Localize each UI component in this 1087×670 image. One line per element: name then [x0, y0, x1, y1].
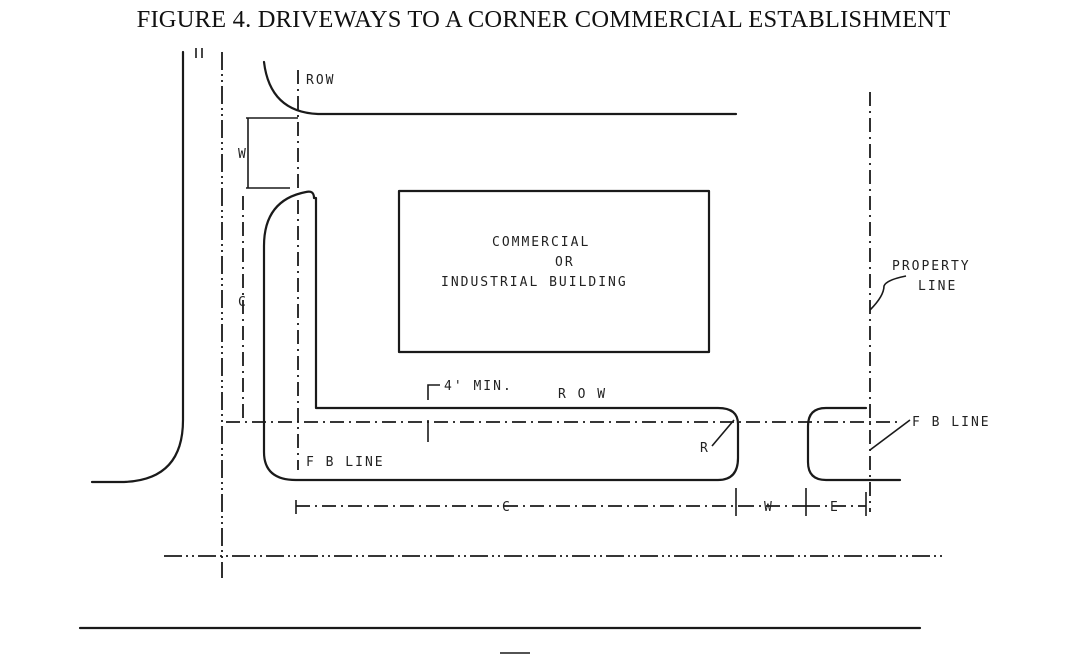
- left-curb-line: [90, 50, 185, 484]
- label-w-left: W: [238, 147, 248, 162]
- label-w-bottom: W: [764, 500, 774, 515]
- left-road-marker: [195, 48, 203, 58]
- label-min-setback: 4' MIN.: [444, 379, 513, 394]
- property-line-leader: [869, 275, 907, 311]
- driveway-outline: [262, 190, 740, 482]
- figure-title: FIGURE 4. DRIVEWAYS TO A CORNER COMMERCI…: [136, 6, 951, 33]
- label-radius: R: [700, 441, 710, 456]
- fb-line-leader: [869, 419, 911, 451]
- building-rectangle: [397, 189, 711, 354]
- label-fb-line-right: F B LINE: [912, 415, 991, 430]
- bottom-dimension-ticks: [295, 488, 867, 516]
- label-c-bottom: C: [502, 500, 512, 515]
- label-building-2: OR: [555, 255, 575, 270]
- w-dimension-left: [246, 117, 298, 189]
- label-row-bottom: R O W: [558, 387, 607, 402]
- right-driveway-outline: [806, 406, 902, 482]
- radius-leader: [711, 419, 735, 447]
- label-property-2: LINE: [918, 279, 957, 294]
- label-building-1: COMMERCIAL: [492, 235, 590, 250]
- label-c-left: C: [238, 295, 248, 310]
- label-e-bottom: E: [830, 500, 840, 515]
- top-corner-curve: [262, 60, 738, 116]
- label-fb-line-left: F B LINE: [306, 455, 385, 470]
- label-building-3: INDUSTRIAL BUILDING: [441, 275, 628, 290]
- label-row-top: ROW: [306, 73, 335, 88]
- label-property-1: PROPERTY: [892, 259, 971, 274]
- min-setback-marker: [427, 384, 440, 400]
